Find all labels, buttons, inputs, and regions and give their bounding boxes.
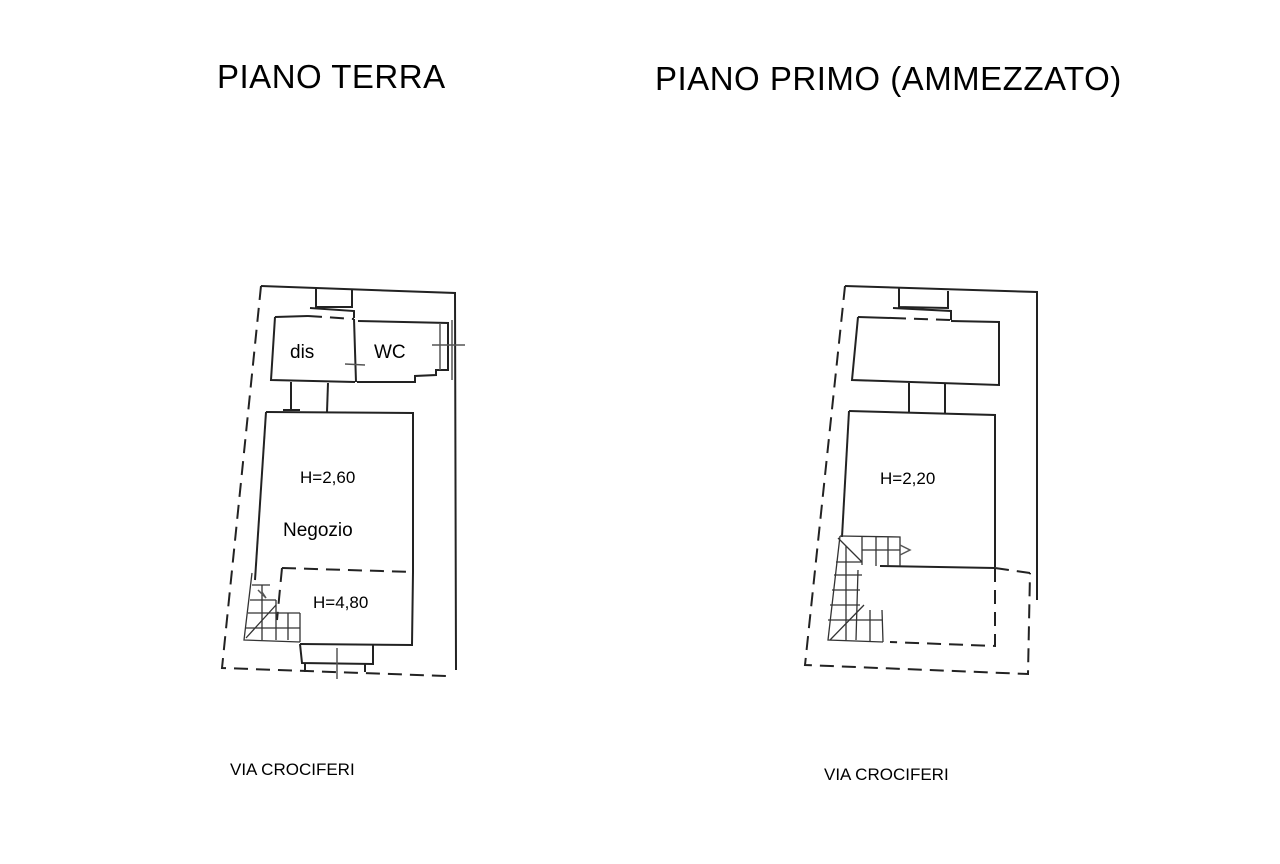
- street-label-ground: VIA CROCIFERI: [230, 760, 355, 779]
- street-label-first: VIA CROCIFERI: [824, 765, 949, 784]
- first-floor-title: PIANO PRIMO (AMMEZZATO): [655, 60, 1122, 97]
- room-label-shop: Negozio: [283, 520, 353, 541]
- ground-floor-title: PIANO TERRA: [217, 58, 446, 95]
- ground-floor-plan: [220, 285, 465, 679]
- staircase-first: [827, 535, 912, 643]
- room-label-wc: WC: [374, 342, 406, 363]
- height-label-ground-front: H=4,80: [313, 593, 369, 612]
- height-label-ground-main: H=2,60: [300, 468, 356, 487]
- staircase-ground: [243, 572, 301, 643]
- height-label-first-main: H=2,20: [880, 469, 936, 488]
- first-floor-plan: [803, 285, 1038, 676]
- room-label-dis: dis: [290, 342, 315, 363]
